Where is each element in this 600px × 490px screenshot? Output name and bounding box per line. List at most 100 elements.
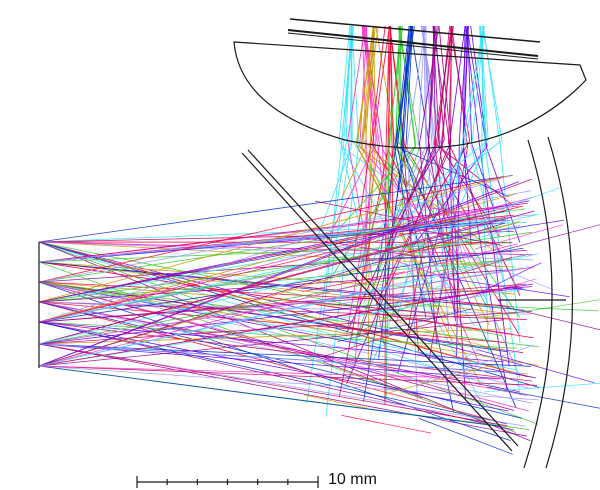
lens-element [233,41,587,149]
ray-path [335,286,454,306]
ray-path [38,210,505,303]
ray-path [38,208,526,283]
ray-path [303,300,438,315]
ray-path [38,222,506,367]
ray-path [38,221,520,367]
ray-path [38,181,519,367]
ray-path [38,210,535,345]
ray-path [440,25,500,237]
ray-path [341,415,431,434]
ray-path [377,25,451,266]
ray-path [38,175,510,323]
ray-path [472,304,599,312]
ray-path [366,312,499,351]
ray-path [38,175,509,303]
ray-path [38,197,534,323]
ray-path [303,237,425,259]
ray-path [421,229,503,246]
ray-path [314,200,422,224]
ray-path [389,25,521,337]
ray-path [378,25,413,359]
ray-path [408,241,489,252]
ray-path [359,25,454,252]
ray-path [38,288,525,367]
scale-bar [136,476,319,488]
ray-path [38,241,539,425]
ray-path [306,25,351,404]
ray-path [38,365,504,380]
ray-path [400,25,517,409]
ray-path [38,190,532,283]
ray-path [38,175,513,243]
ray-path [450,256,512,277]
ray-path [439,276,570,298]
ray-path [338,25,488,414]
ray-path [417,25,521,378]
ray-path [38,310,532,345]
ray-path [38,253,539,367]
ray-path [38,224,534,345]
ray-path [471,25,504,282]
ray-path [38,217,506,303]
ray-path [363,25,414,402]
ray-path [419,25,440,345]
ray-path [400,25,405,233]
ray-path [342,254,480,261]
ray-path [465,25,510,367]
ray-path [38,343,508,427]
ray-path [340,25,360,226]
ray-path [487,224,600,255]
ray-path [38,343,502,380]
ray-path [376,25,452,305]
ray-path [426,219,565,242]
scale-bar-label: 10 mm [328,471,377,488]
ray-path [351,298,423,337]
ray-path [38,285,519,367]
ray-path [372,25,485,362]
ray-path [397,261,462,284]
ray-path [38,365,538,386]
ray-path [38,241,528,378]
ray-path [38,205,524,323]
ray-path [38,241,516,268]
ray-path [38,365,502,427]
ray-path [453,250,555,291]
ray-path [398,252,503,268]
ray-path [497,304,600,331]
ray-path [38,321,504,363]
ray-path [323,320,438,357]
beam-splitter [241,149,519,452]
ray-path [38,365,540,401]
ray-path [437,25,484,307]
ray-path [481,187,560,216]
ray-path [367,25,375,372]
ray-path [397,25,445,219]
ray-path [435,25,514,206]
ray-path [346,25,452,384]
ray-path [352,25,386,260]
ray-path [362,25,438,211]
ray-path [418,417,513,455]
ray-path [482,25,521,344]
ray-path [38,301,523,419]
ray-path [38,200,530,303]
ray-path [387,25,404,195]
ray-path [407,25,453,332]
ray-path [38,243,518,367]
ray-path [423,25,436,227]
ray-path [457,278,536,302]
ray-path [38,286,533,323]
ray-path [38,254,526,345]
ray-path [304,394,369,409]
ray-path [476,349,595,384]
ray-path [38,321,518,349]
ray-path [401,202,490,219]
ray-path [38,202,528,263]
ray-path [301,271,405,293]
ray-path [38,281,524,354]
top-window [287,18,541,60]
ray-path [38,241,533,256]
ray-path [38,301,527,396]
curved-mirror [498,136,574,469]
